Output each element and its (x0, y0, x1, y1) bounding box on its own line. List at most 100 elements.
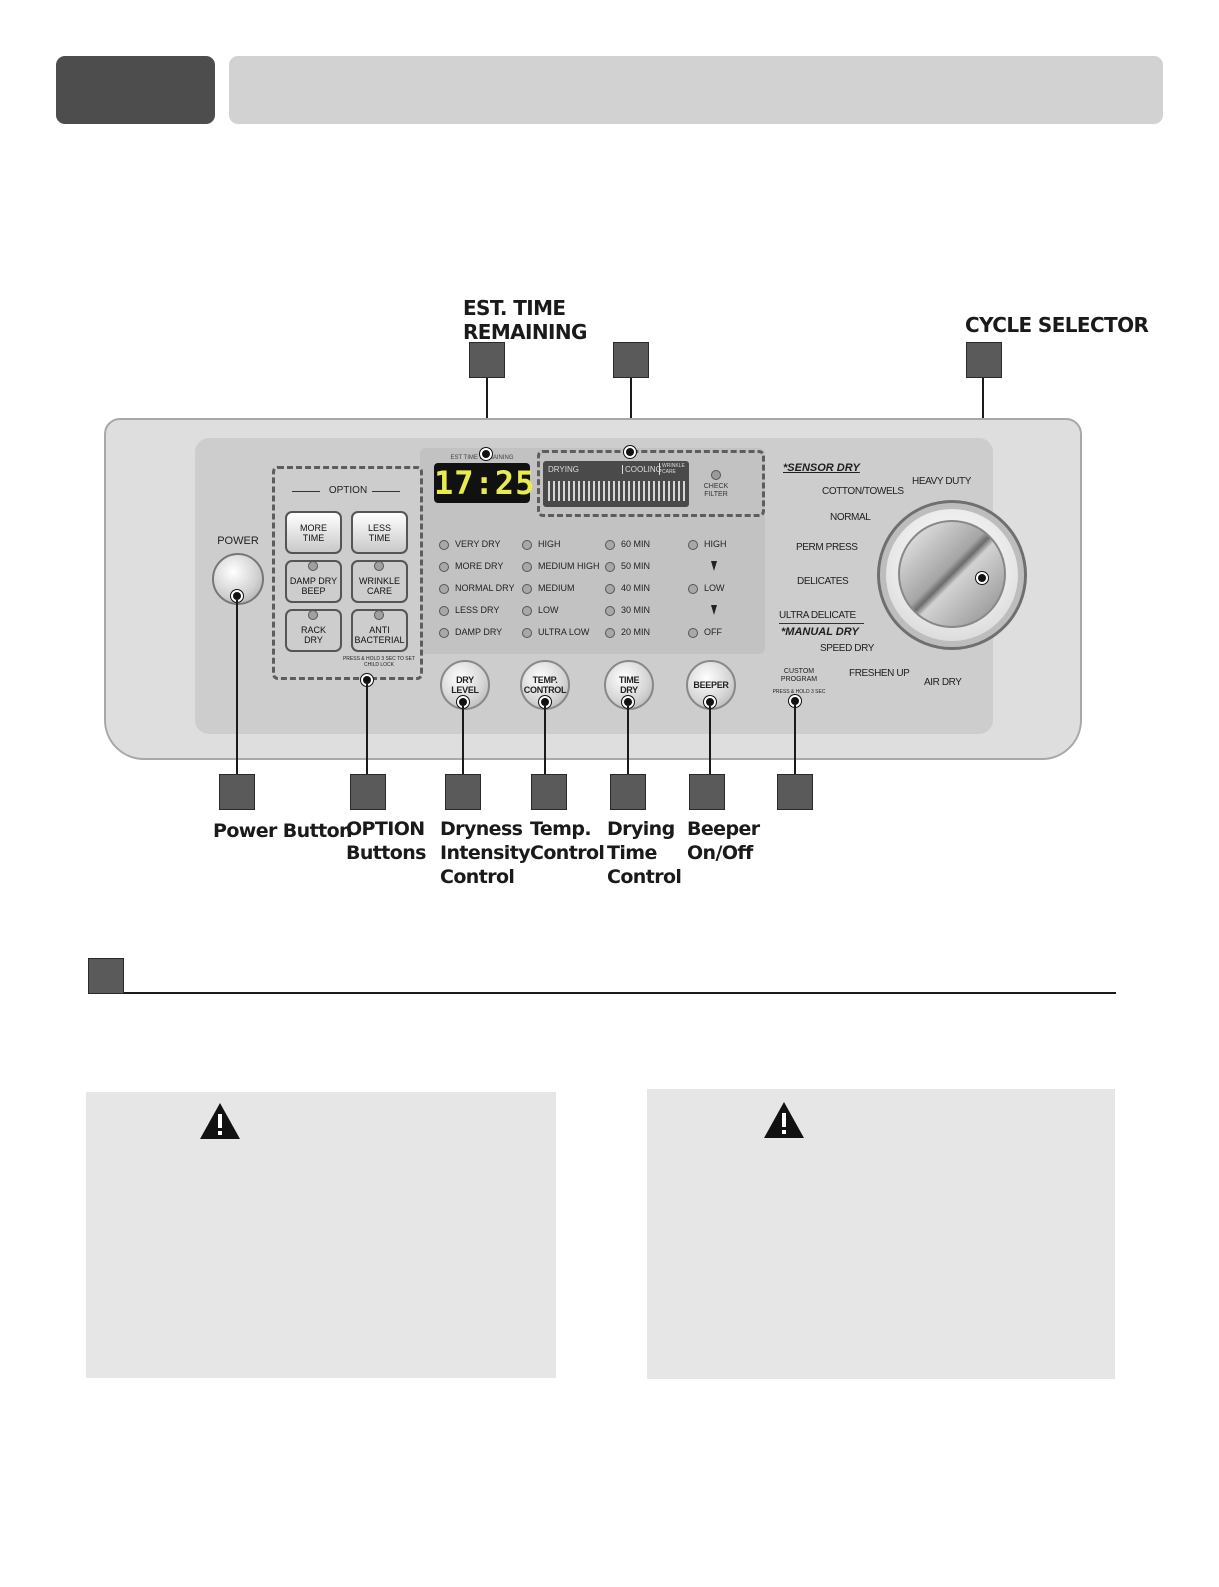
drying-time-callout-line2: Time (607, 842, 657, 864)
option-callout-line1: OPTION (346, 818, 425, 840)
option-buttons-callout: OPTION Buttons (346, 817, 426, 865)
cycle-ultra-delicate: ULTRA DELICATE (779, 610, 856, 621)
callout-box-cycle-selector (966, 342, 1002, 378)
leader-dot (480, 448, 492, 460)
time-dry-line1: TIME (618, 675, 640, 685)
drying-time-callout-line3: Control (607, 866, 682, 888)
check-filter-line2: FILTER (704, 491, 728, 498)
arrow-down-icon (711, 561, 717, 571)
leader-line (486, 378, 488, 454)
dry-level-very-dry: VERY DRY (455, 539, 501, 549)
est-time-callout: EST. TIME REMAINING (463, 296, 587, 344)
temp-low: LOW (538, 605, 559, 615)
led (605, 606, 615, 616)
more-time-line2: TIME (302, 532, 325, 543)
leader-line (627, 706, 629, 775)
anti-bacterial-line1: ANTI (369, 624, 390, 635)
leader-line (709, 706, 711, 775)
custom-program-button[interactable]: CUSTOM PROGRAM (775, 668, 823, 698)
damp-dry-beep-line2: BEEP (301, 585, 326, 596)
custom-program-note: PRESS & HOLD 3 SEC (772, 689, 826, 695)
dry-level-less-dry: LESS DRY (455, 605, 500, 615)
dryness-callout-line1: Dryness (440, 818, 523, 840)
child-lock-note: PRESS & HOLD 3 SEC TO SET CHILD LOCK (342, 656, 416, 668)
dry-level-more-dry: MORE DRY (455, 561, 504, 571)
dry-level-damp-dry: DAMP DRY (455, 627, 503, 637)
drying-indicator: DRYING (548, 465, 579, 474)
cycle-freshen-up: FRESHEN UP (849, 668, 910, 679)
led (688, 584, 698, 594)
rack-dry-line1: RACK (300, 624, 326, 635)
temp-control-line2: CONTROL (523, 685, 567, 695)
callout-box-drying-time (610, 774, 646, 810)
dry-level-normal-dry: NORMAL DRY (455, 583, 515, 593)
callout-box-option (350, 774, 386, 810)
option-callout-line2: Buttons (346, 842, 426, 864)
leader-line (544, 706, 546, 775)
time-30-min: 30 MIN (621, 605, 651, 615)
progress-bars (548, 481, 686, 501)
wrinkle-care-line2: CARE (366, 585, 392, 596)
time-dry-line2: DRY (620, 685, 638, 695)
led (439, 562, 449, 572)
more-time-line1: MORE (300, 522, 327, 533)
check-filter-label: CHECK FILTER (698, 483, 734, 499)
temp-medium-high: MEDIUM HIGH (538, 561, 600, 571)
led (522, 584, 532, 594)
dryness-callout-line2: Intensity (440, 842, 531, 864)
cycle-selector-dial[interactable] (898, 520, 1006, 628)
callout-box-power (219, 774, 255, 810)
beeper-low: LOW (704, 583, 725, 593)
led (605, 562, 615, 572)
drying-time-callout: Drying Time Control (607, 817, 682, 889)
led (605, 628, 615, 638)
beeper-off: OFF (704, 627, 722, 637)
time-20-min: 20 MIN (621, 627, 651, 637)
leader-dot (624, 446, 636, 458)
cycle-delicates: DELICATES (797, 576, 849, 587)
temp-callout: Temp. Control (530, 817, 605, 865)
divider (779, 623, 864, 624)
cycle-perm-press: PERM PRESS (796, 542, 858, 553)
cycle-normal: NORMAL (830, 512, 871, 523)
est-time-line2: REMAINING (463, 320, 587, 344)
led (522, 628, 532, 638)
temp-medium: MEDIUM (538, 583, 575, 593)
power-button-callout: Power Button (213, 820, 353, 842)
time-50-min: 50 MIN (621, 561, 651, 571)
led (688, 628, 698, 638)
check-filter-line1: CHECK (703, 483, 729, 490)
divider (292, 491, 320, 492)
led (439, 584, 449, 594)
callout-box-beeper (689, 774, 725, 810)
callout-box-est-time (469, 342, 505, 378)
temp-control-line1: TEMP. (532, 675, 558, 685)
led (522, 562, 532, 572)
temp-callout-line1: Temp. (530, 818, 592, 840)
beeper-callout-line2: On/Off (687, 842, 753, 864)
callout-box-display (613, 342, 649, 378)
dryness-callout: Dryness Intensity Control (440, 817, 531, 889)
led (439, 540, 449, 550)
anti-bacterial-line2: BACTERIAL (354, 634, 405, 645)
section-marker (88, 958, 124, 994)
led (605, 584, 615, 594)
led (439, 628, 449, 638)
dry-level-line2: LEVEL (451, 685, 479, 695)
led (522, 606, 532, 616)
dryness-callout-line3: Control (440, 866, 515, 888)
time-60-min: 60 MIN (621, 539, 651, 549)
warning-icon (200, 1103, 240, 1139)
wrinkle-care-line1: WRINKLE (358, 575, 400, 586)
temp-ultra-low: ULTRA LOW (538, 627, 590, 637)
callout-box-dryness (445, 774, 481, 810)
led (439, 606, 449, 616)
leader-line (794, 705, 796, 775)
warning-icon (764, 1102, 804, 1138)
